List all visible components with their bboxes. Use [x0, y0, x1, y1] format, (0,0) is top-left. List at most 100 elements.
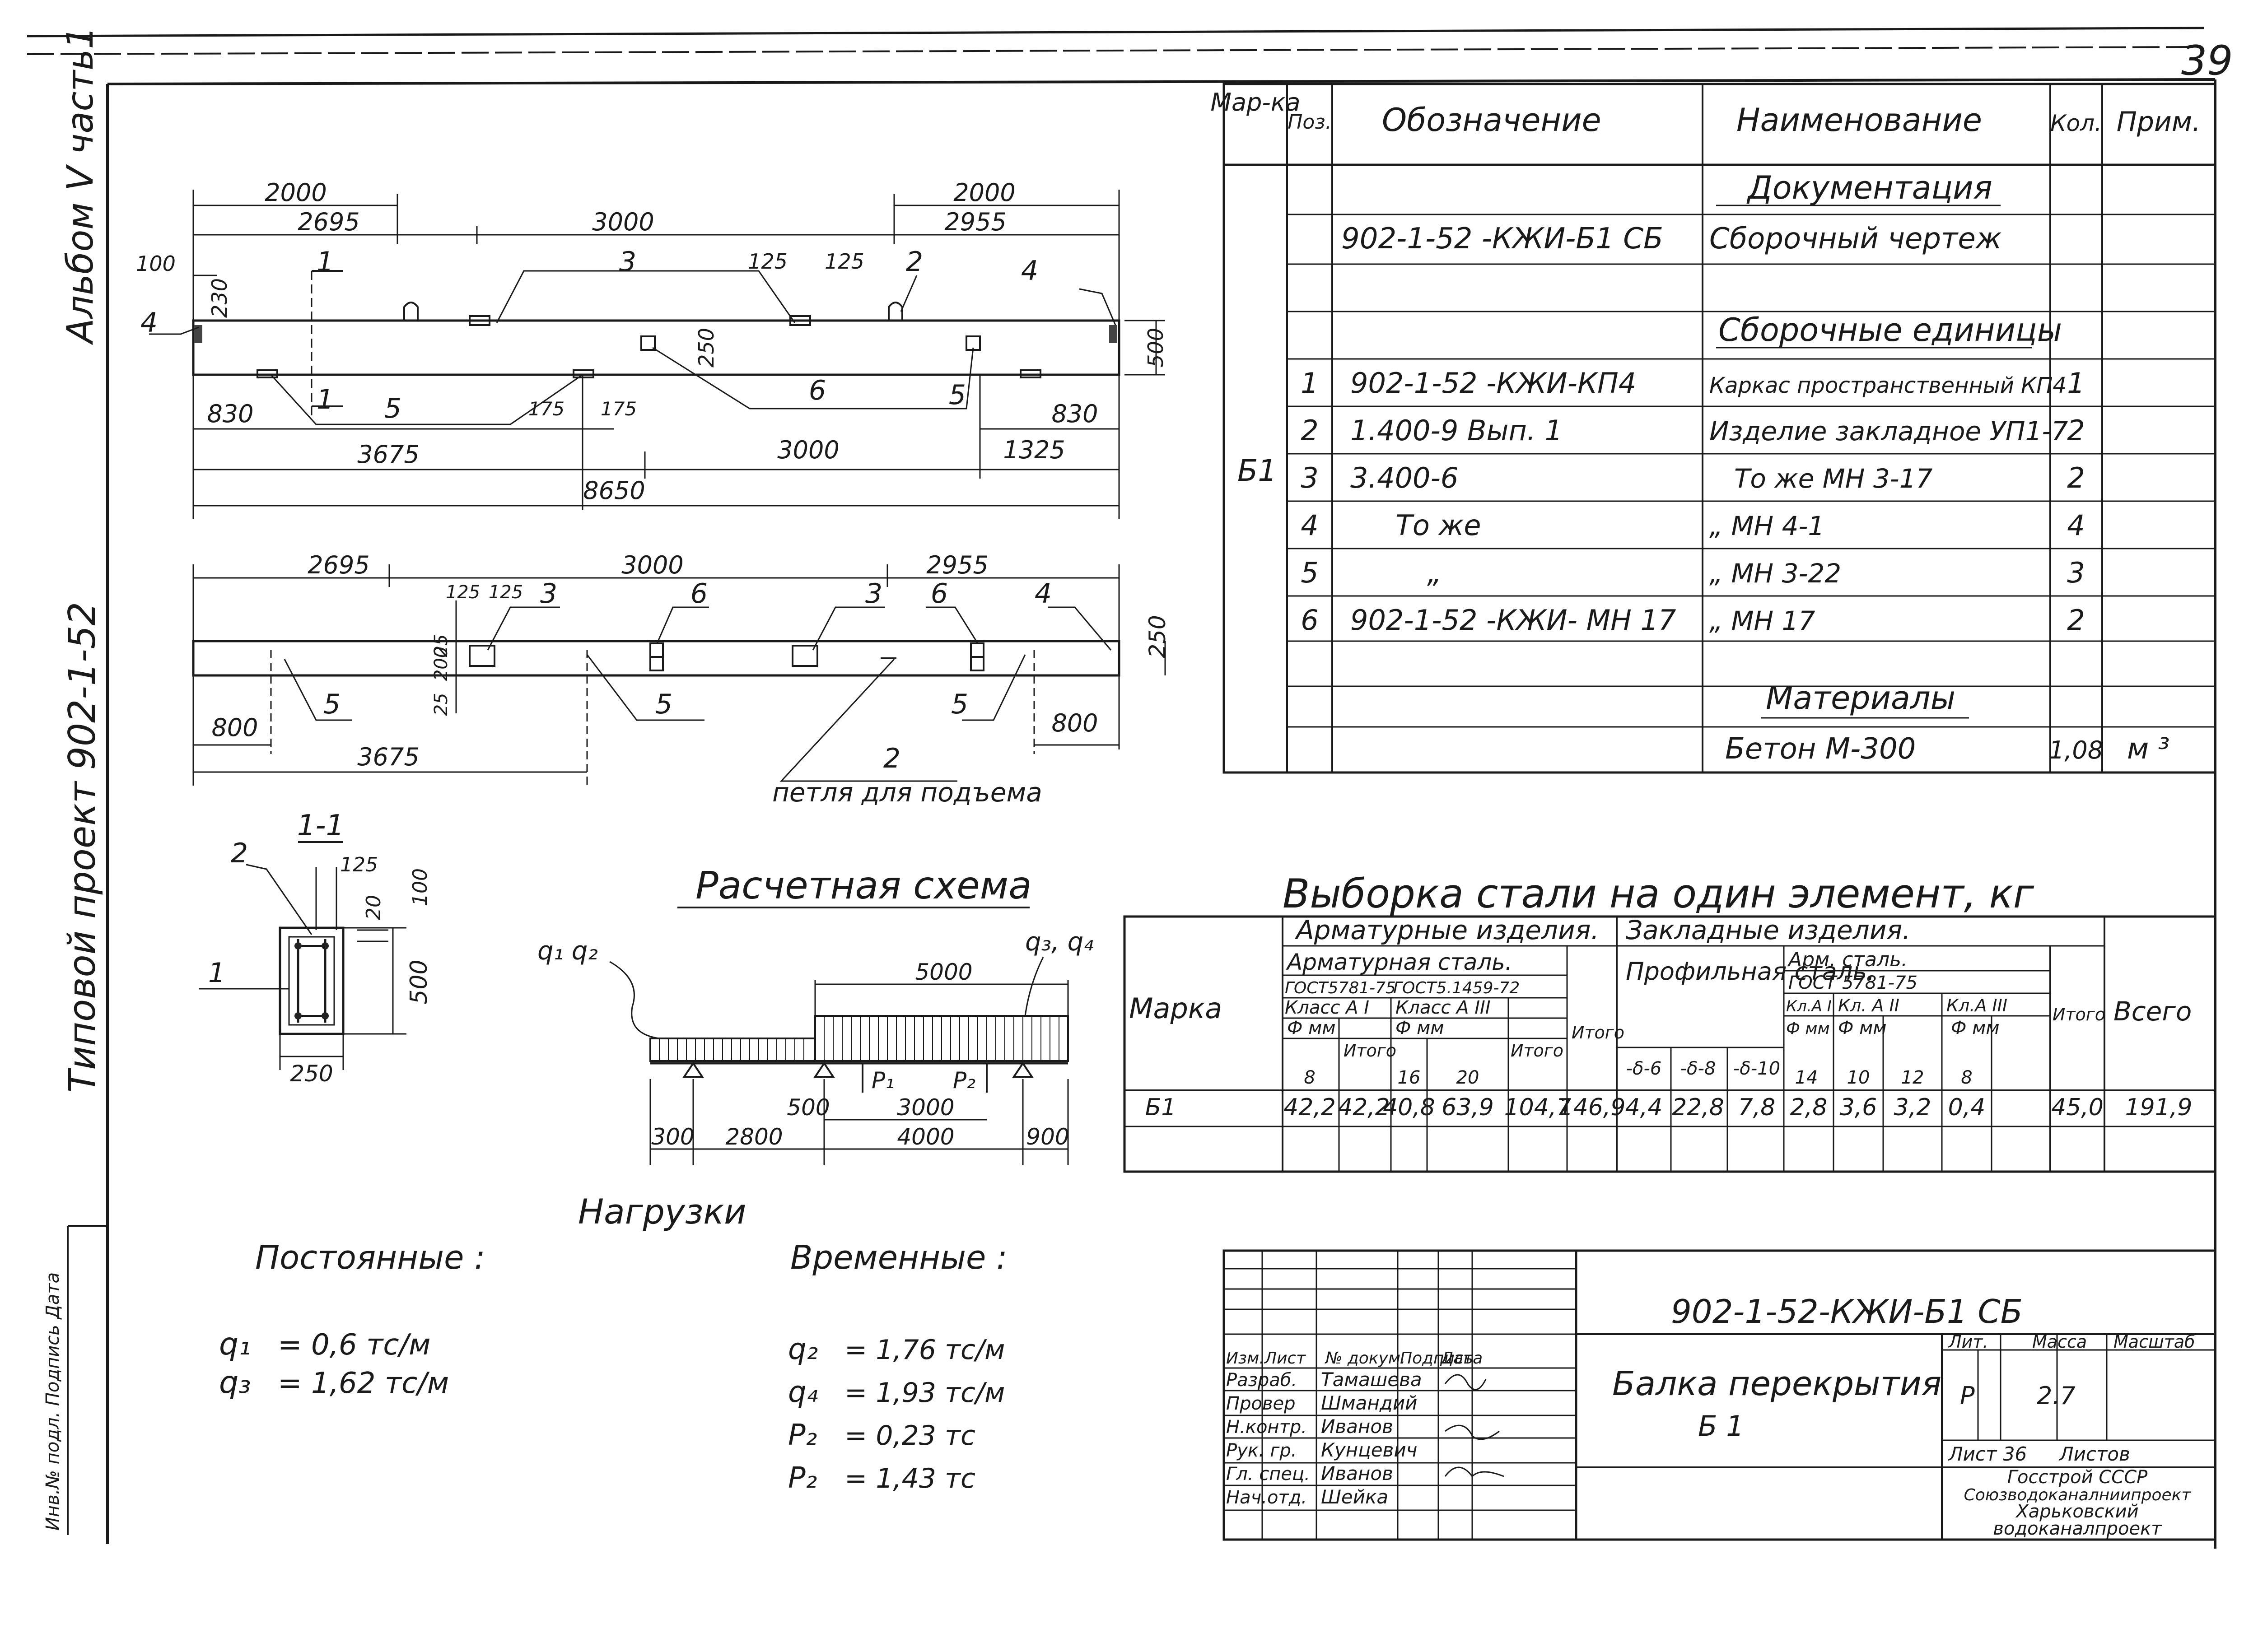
steel-header: Всего: [2113, 996, 2192, 1027]
steel-header: ГОСТ5.1459-72: [1393, 979, 1520, 997]
callout-number: 6: [931, 578, 948, 610]
callout-number: 3: [619, 246, 636, 278]
spec-mark: Б1: [1237, 453, 1277, 488]
title-col-header: Изм.: [1226, 1349, 1264, 1368]
title-person: Иванов: [1321, 1415, 1393, 1438]
steel-header: Кл.А III: [1946, 996, 2007, 1015]
steel-cell: 42,2: [1338, 1094, 1390, 1121]
steel-subheader: 16: [1398, 1067, 1421, 1088]
load-label: q₃, q₄: [1025, 927, 1094, 957]
steel-cell: 42,2: [1283, 1094, 1336, 1121]
dimension-label: 230: [207, 278, 232, 318]
spec-header: Наименование: [1736, 102, 1982, 139]
steel-table: [1123, 915, 2216, 1173]
side-album-label: Альбом V часть1: [59, 26, 101, 345]
side-project-label: Типовой проект 902-1-52: [61, 602, 104, 1093]
spec-header: Кол.: [2050, 110, 2102, 136]
title-sheet: Лист 36: [1948, 1443, 2027, 1465]
spec-section: Материалы: [1766, 679, 1955, 717]
title-person: Шейка: [1321, 1486, 1388, 1508]
spec-name: „ МН 3-22: [1709, 558, 1841, 589]
callout-number: 6: [809, 375, 826, 406]
steel-subheader: 14: [1795, 1067, 1818, 1088]
page-number: 39: [2181, 37, 2233, 84]
title-org: Союзводоканалниипроект: [1964, 1486, 2192, 1504]
spec-code: 902-1-52 -КЖИ-КП4: [1350, 367, 1636, 400]
dimension-label: 250: [694, 328, 718, 368]
spec-qty: 2: [2067, 414, 2085, 447]
permanent-title: Постоянные :: [255, 1238, 485, 1276]
title-label: Масса: [2032, 1332, 2087, 1352]
title-person: Шмандий: [1321, 1392, 1417, 1414]
callout-number: 4: [140, 307, 158, 339]
steel-subheader: -δ-10: [1733, 1058, 1780, 1079]
steel-header: Ф мм: [1951, 1018, 2000, 1038]
spec-material-qty: 1,08: [2049, 736, 2103, 764]
title-label: Лит.: [1948, 1332, 1988, 1352]
steel-header: ГОСТ5781-75: [1285, 979, 1396, 997]
title-org: водоканалпроект: [1993, 1518, 2162, 1539]
point-load-label: P₁: [872, 1067, 894, 1094]
spec-name: То же МН 3-17: [1734, 463, 1933, 494]
dimension-label: 2800: [725, 1124, 783, 1150]
callout-number: 1: [317, 384, 334, 415]
steel-header: Арм. сталь.: [1787, 948, 1908, 971]
title-person: Тамашева: [1321, 1368, 1422, 1391]
spec-material-unit: м ³: [2127, 732, 2169, 766]
title-role: Провер: [1226, 1393, 1296, 1414]
steel-subheader: 8: [1961, 1067, 1972, 1088]
steel-cell: Б1: [1145, 1094, 1176, 1121]
steel-header: Профильная сталь.: [1626, 957, 1875, 986]
load-value: = 1,93 тс/м: [844, 1377, 1005, 1409]
dimension-label: 3000: [592, 208, 654, 236]
spec-code: То же: [1395, 509, 1481, 542]
callout-number: 3: [540, 578, 557, 610]
dimension-label: 900: [1026, 1124, 1069, 1150]
dimension-label: 3675: [357, 743, 419, 771]
steel-header: Закладные изделия.: [1626, 915, 1911, 945]
dimension-label: 8650: [583, 476, 645, 505]
dimension-label: 2000: [265, 178, 327, 207]
spec-pos: 6: [1301, 604, 1318, 637]
dimension-label: 800: [211, 713, 258, 742]
load-value: = 1,43 тс: [844, 1463, 975, 1494]
title-col-header: Дата: [1440, 1349, 1483, 1368]
title-col-header: Лист: [1264, 1349, 1306, 1368]
spec-header: Обозначение: [1382, 102, 1601, 139]
section-title: 1-1: [297, 809, 345, 842]
title-org: Госстрой СССР: [2007, 1467, 2148, 1488]
dimension-label: 2000: [953, 178, 1015, 207]
callout-number: 4: [1035, 578, 1052, 610]
steel-header: Класс А III: [1395, 997, 1491, 1018]
title-code: 902-1-52-КЖИ-Б1 СБ: [1671, 1293, 2023, 1331]
dimension-label: 830: [207, 400, 253, 428]
spec-name: „ МН 17: [1709, 605, 1815, 636]
spec-qty: 4: [2067, 509, 2085, 542]
dimension-label: 5000: [915, 959, 972, 985]
steel-header: Итого: [2053, 1005, 2105, 1024]
spec-section: Сборочные единицы: [1718, 312, 2062, 349]
side-stamp-label: Инв.№ подл. Подпись Дата: [42, 1272, 63, 1531]
load-name: q₁: [219, 1326, 251, 1362]
point-load-label: P₂: [953, 1067, 975, 1094]
title-role: Разраб.: [1226, 1370, 1297, 1391]
steel-header: Итого: [1344, 1041, 1396, 1061]
spec-pos: 1: [1301, 367, 1318, 400]
load-value: = 0,6 тс/м: [278, 1328, 430, 1362]
spec-name: Сборочный чертеж: [1709, 222, 2002, 256]
steel-cell: 3,6: [1840, 1094, 1877, 1121]
steel-header: Кл. А II: [1838, 996, 1899, 1015]
dimension-label: 250: [290, 1061, 333, 1087]
steel-header: Арматурная сталь.: [1286, 949, 1512, 975]
steel-header: Ф мм: [1395, 1018, 1444, 1038]
steel-subheader: 8: [1304, 1067, 1315, 1088]
title-sheets: Листов: [2058, 1443, 2130, 1465]
title-block: [1222, 1249, 2216, 1541]
title-col-header: Подпись: [1400, 1349, 1473, 1368]
spec-code: 902-1-52 -КЖИ- МН 17: [1350, 604, 1676, 637]
steel-cell: 63,9: [1442, 1094, 1494, 1121]
spec-pos: 4: [1301, 509, 1318, 542]
dimension-label: 3675: [357, 440, 419, 469]
callout-number: 1: [317, 246, 334, 278]
load-name: q₂: [788, 1333, 818, 1366]
